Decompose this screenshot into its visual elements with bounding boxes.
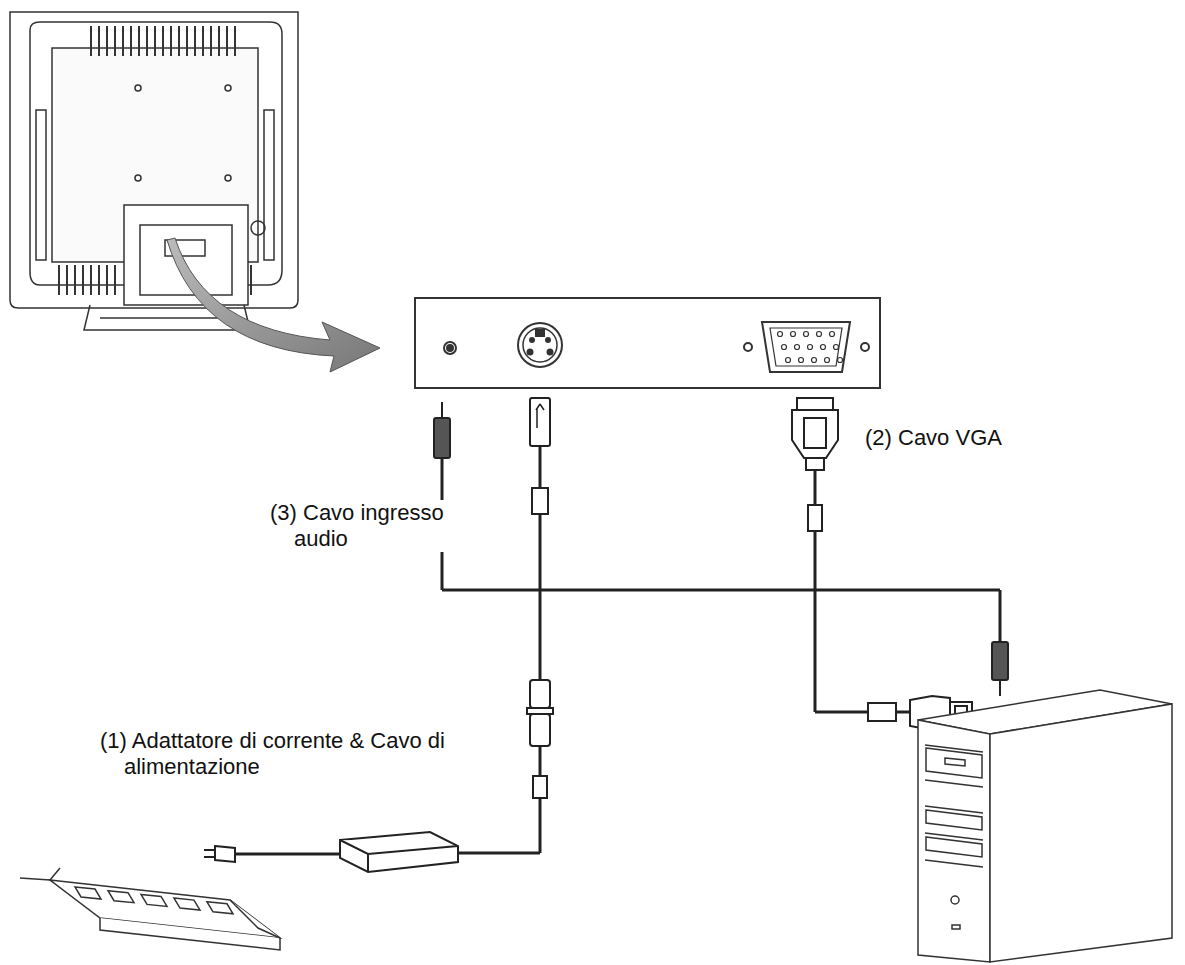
vga-pin (808, 345, 813, 350)
vga-pin (817, 332, 822, 337)
vga-pin (791, 332, 796, 337)
socket (108, 891, 134, 903)
power-strip (20, 868, 280, 950)
vga-pins (778, 332, 843, 363)
socket (141, 894, 167, 906)
pc-tower (918, 690, 1172, 962)
audio-cable (434, 402, 1008, 696)
callout-label: (1) Adattatore di corrente & Cavo di ali… (100, 728, 477, 780)
zoom-arrow (167, 238, 380, 372)
vga-pin (786, 358, 791, 363)
socket (75, 887, 101, 899)
vga-pin (838, 358, 843, 363)
power-cable (204, 398, 553, 872)
vga-pin (782, 345, 787, 350)
vga-pin (830, 332, 835, 337)
socket (207, 902, 233, 914)
vga-pin (821, 345, 826, 350)
callout-label: (3) Cavo ingresso audio (270, 500, 482, 552)
vga-pin (825, 358, 830, 363)
connector-panel (415, 298, 880, 388)
socket (174, 898, 200, 910)
callout-label: (2) Cavo VGA (862, 425, 1005, 451)
vga-pin (834, 345, 839, 350)
vga-pin (799, 358, 804, 363)
vga-pin (812, 358, 817, 363)
monitor-back (10, 12, 298, 330)
vga-pin (795, 345, 800, 350)
vga-pin (778, 332, 783, 337)
vga-pin (804, 332, 809, 337)
